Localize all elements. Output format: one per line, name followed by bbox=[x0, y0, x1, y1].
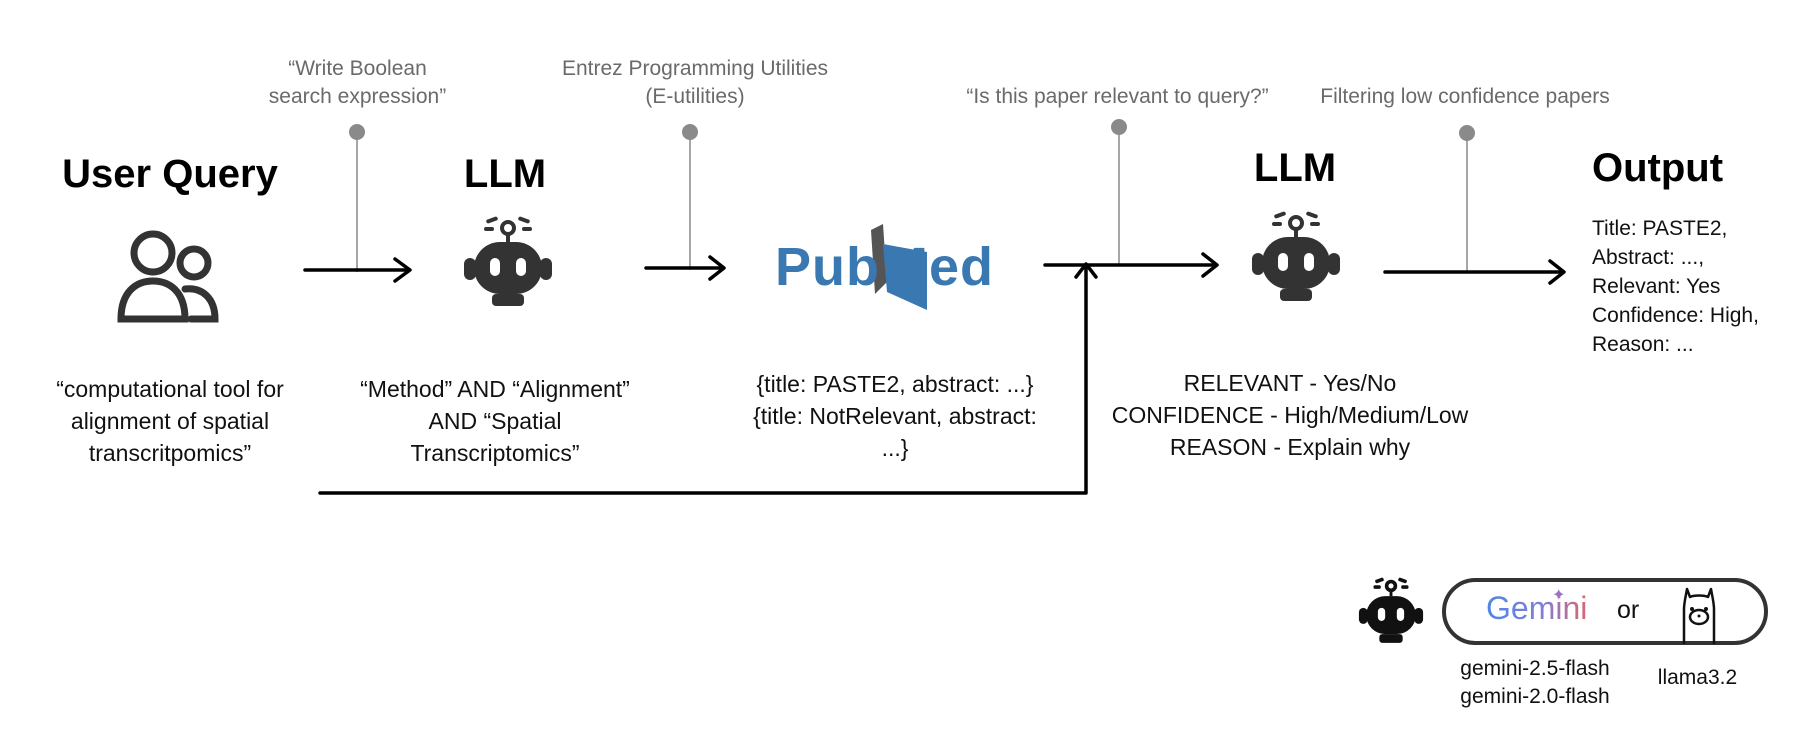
or-label: or bbox=[1617, 596, 1640, 624]
llm2-line-2: CONFIDENCE - High/Medium/Low bbox=[1111, 402, 1469, 428]
llm2-text: RELEVANT - Yes/No CONFIDENCE - High/Medi… bbox=[1090, 367, 1490, 463]
gemini-version-2: gemini-2.0-flash bbox=[1460, 685, 1610, 708]
llm1-title: LLM bbox=[463, 152, 547, 196]
users-icon bbox=[117, 230, 219, 323]
pubmed-line-1: {title: PASTE2, abstract: ...} bbox=[756, 371, 1034, 397]
boolean-annotation-line-1: “Write Boolean bbox=[288, 57, 427, 80]
boolean-annotation-stem bbox=[356, 132, 358, 272]
user-query-line-3: transcritpomics” bbox=[88, 440, 252, 466]
boolean-annotation: “Write Boolean search expression” bbox=[235, 55, 480, 111]
llm1-line-2: AND “Spatial bbox=[428, 408, 562, 434]
eutils-annotation-stem bbox=[689, 132, 691, 270]
relevance-annotation-dot bbox=[1111, 119, 1127, 135]
robot-icon bbox=[464, 216, 552, 306]
output-line-2: Abstract: ..., bbox=[1592, 246, 1705, 269]
llama-icon bbox=[1682, 587, 1716, 645]
output-line-3: Relevant: Yes bbox=[1592, 275, 1721, 298]
robot-icon bbox=[1252, 211, 1340, 301]
pubmed-text: {title: PASTE2, abstract: ...} {title: N… bbox=[725, 368, 1065, 464]
llm1-text: “Method” AND “Alignment” AND “Spatial Tr… bbox=[335, 373, 655, 469]
gemini-versions: gemini-2.5-flash gemini-2.0-flash bbox=[1440, 655, 1630, 711]
relevance-annotation-stem bbox=[1118, 127, 1120, 265]
output-line-5: Reason: ... bbox=[1592, 333, 1694, 356]
user-query-line-2: alignment of spatial bbox=[70, 408, 270, 434]
llm1-line-3: Transcriptomics” bbox=[410, 440, 580, 466]
gemini-sparkle-icon: ✦ bbox=[1552, 585, 1565, 605]
boolean-annotation-line-2: search expression” bbox=[268, 85, 447, 108]
llm2-title: LLM bbox=[1253, 146, 1337, 190]
output-line-4: Confidence: High, bbox=[1592, 304, 1759, 327]
pubmed-line-3: ...} bbox=[881, 435, 909, 461]
output-title: Output bbox=[1591, 146, 1724, 190]
filtering-annotation-dot bbox=[1459, 125, 1475, 141]
gemini-version-1: gemini-2.5-flash bbox=[1460, 657, 1610, 680]
llm2-line-3: REASON - Explain why bbox=[1169, 434, 1411, 460]
pubmed-logo-med: Med bbox=[883, 237, 994, 297]
filtering-annotation-stem bbox=[1466, 133, 1468, 273]
boolean-annotation-dot bbox=[349, 124, 365, 140]
pubmed-logo: Pub Med bbox=[775, 222, 1015, 312]
pubmed-logo-pub: Pub bbox=[775, 237, 880, 297]
output-line-1: Title: PASTE2, bbox=[1592, 217, 1728, 240]
user-query-line-1: “computational tool for bbox=[56, 376, 284, 402]
robot-icon bbox=[1358, 577, 1424, 643]
output-text: Title: PASTE2, Abstract: ..., Relevant: … bbox=[1592, 214, 1807, 359]
model-choice-pill bbox=[1442, 578, 1768, 645]
user-query-title: User Query bbox=[62, 152, 278, 196]
gemini-logo: Gemini bbox=[1486, 590, 1588, 626]
eutils-annotation: Entrez Programming Utilities (E-utilitie… bbox=[540, 55, 850, 111]
llm2-line-1: RELEVANT - Yes/No bbox=[1183, 370, 1397, 396]
eutils-annotation-line-1: Entrez Programming Utilities bbox=[561, 57, 829, 80]
pubmed-line-2: {title: NotRelevant, abstract: bbox=[753, 403, 1037, 429]
filtering-annotation: Filtering low confidence papers bbox=[1320, 85, 1610, 108]
llm1-line-1: “Method” AND “Alignment” bbox=[360, 376, 630, 402]
llama-version: llama3.2 bbox=[1657, 666, 1738, 689]
user-query-text: “computational tool for alignment of spa… bbox=[25, 373, 315, 469]
eutils-annotation-line-2: (E-utilities) bbox=[645, 85, 745, 108]
eutils-annotation-dot bbox=[682, 124, 698, 140]
pubmed-book-icon bbox=[871, 224, 927, 310]
relevance-annotation: “Is this paper relevant to query?” bbox=[966, 85, 1269, 108]
